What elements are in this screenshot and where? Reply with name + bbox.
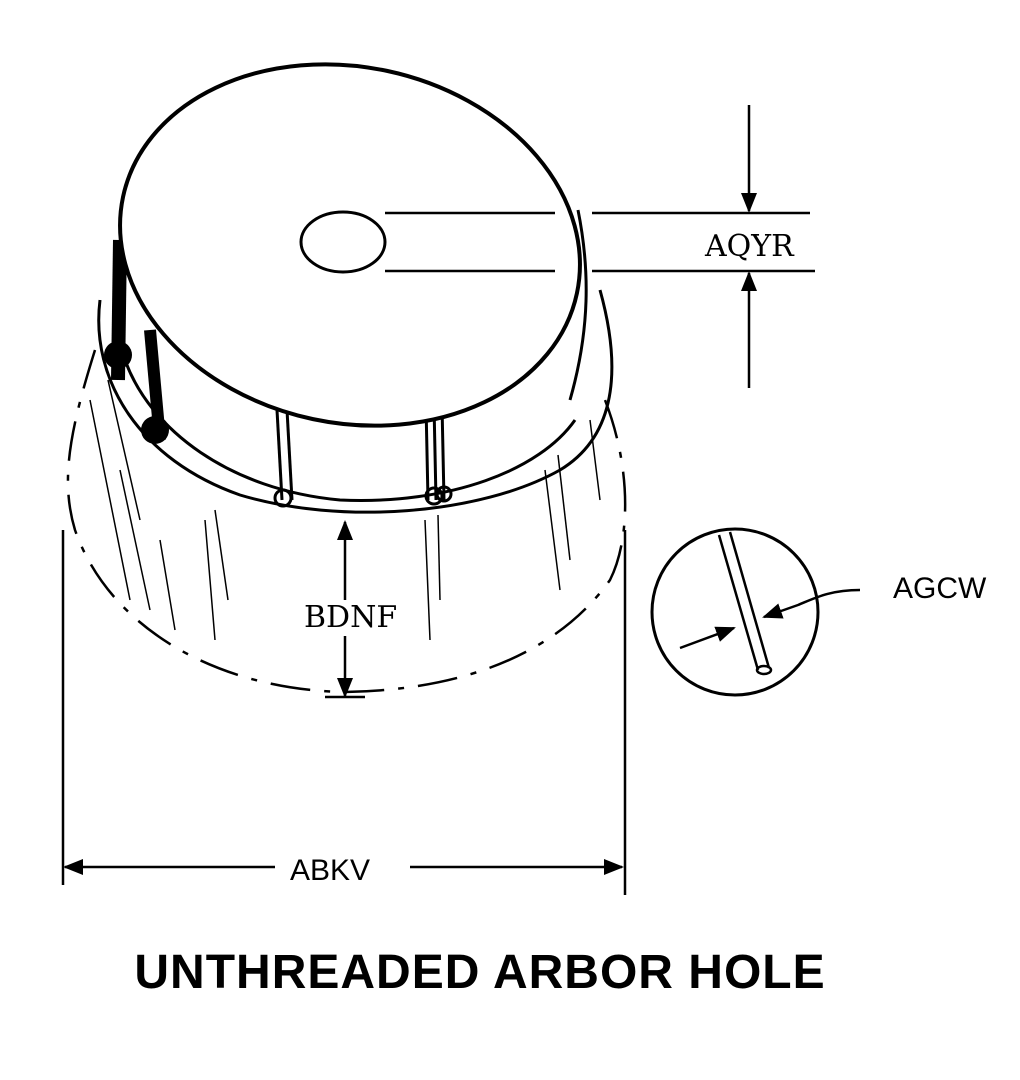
- aqyr-dimension: [385, 105, 815, 388]
- wire-detail: [650, 527, 820, 697]
- hub-body: [104, 209, 588, 508]
- bdnf-dimension: [325, 520, 365, 699]
- bdnf-label: BDNF: [304, 600, 397, 635]
- abkv-label: ABKV: [290, 854, 370, 887]
- arbor-hole: [299, 210, 387, 274]
- aqyr-label: AQYR: [704, 229, 795, 264]
- agcw-label: AGCW: [893, 572, 987, 605]
- figure-title: UNTHREADED ARBOR HOLE: [134, 946, 826, 999]
- abkv-dimension: [61, 530, 627, 895]
- agcw-dimension: [679, 588, 861, 650]
